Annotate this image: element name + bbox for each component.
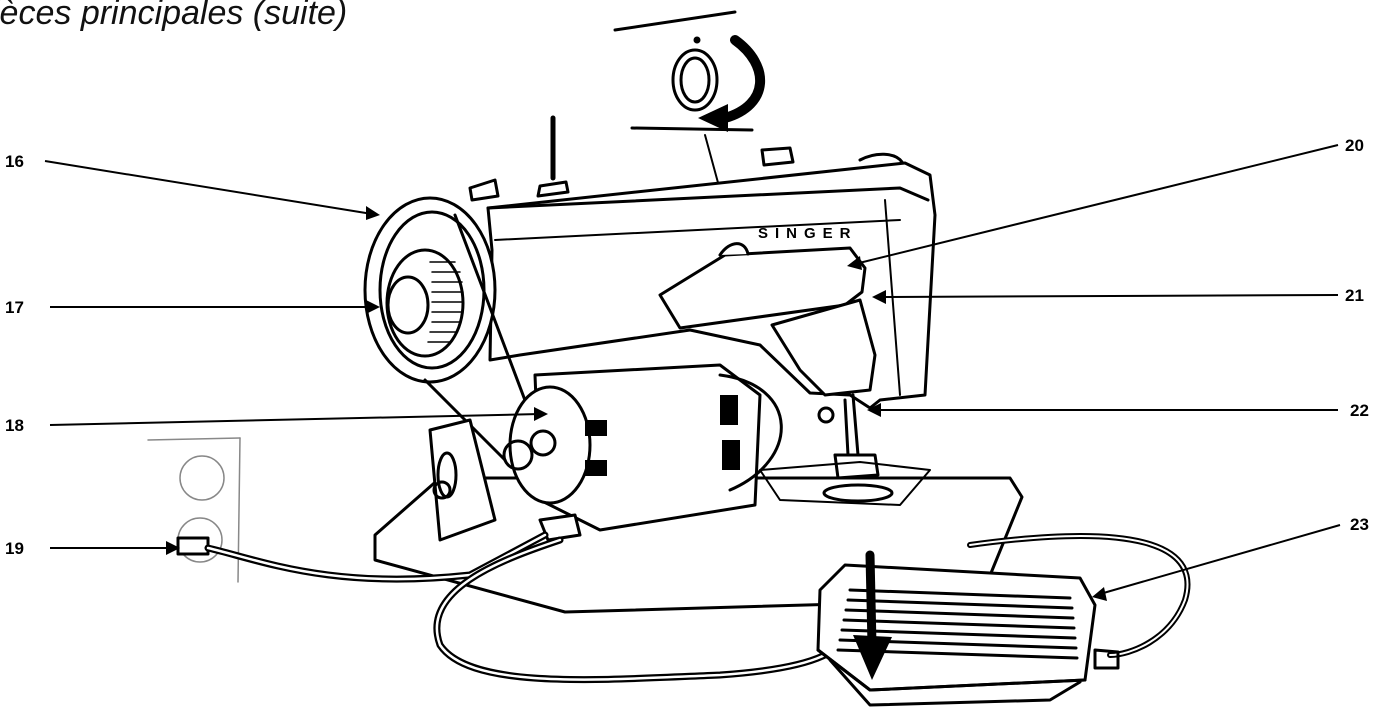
arrow-23: [1092, 587, 1107, 601]
callout-20: 20: [1345, 136, 1364, 155]
callout-23: 23: [1350, 515, 1369, 534]
callout-22: 22: [1350, 401, 1369, 420]
callout-17: 17: [5, 298, 24, 317]
wall-outlet: [147, 437, 241, 583]
arrow-22: [867, 403, 881, 417]
callout-21: 21: [1345, 286, 1364, 305]
page-heading: ièces principales (suite): [0, 0, 348, 32]
callout-16: 16: [5, 152, 24, 171]
callout-19: 19: [5, 539, 24, 558]
arrow-19: [166, 541, 180, 555]
arrow-20: [847, 256, 862, 270]
arrow-21: [872, 290, 886, 304]
arrow-16: [366, 206, 380, 220]
arrow-18: [534, 407, 548, 421]
brand-lettering: SINGER: [758, 225, 858, 242]
callout-18: 18: [5, 416, 24, 435]
arrow-17: [366, 300, 380, 314]
